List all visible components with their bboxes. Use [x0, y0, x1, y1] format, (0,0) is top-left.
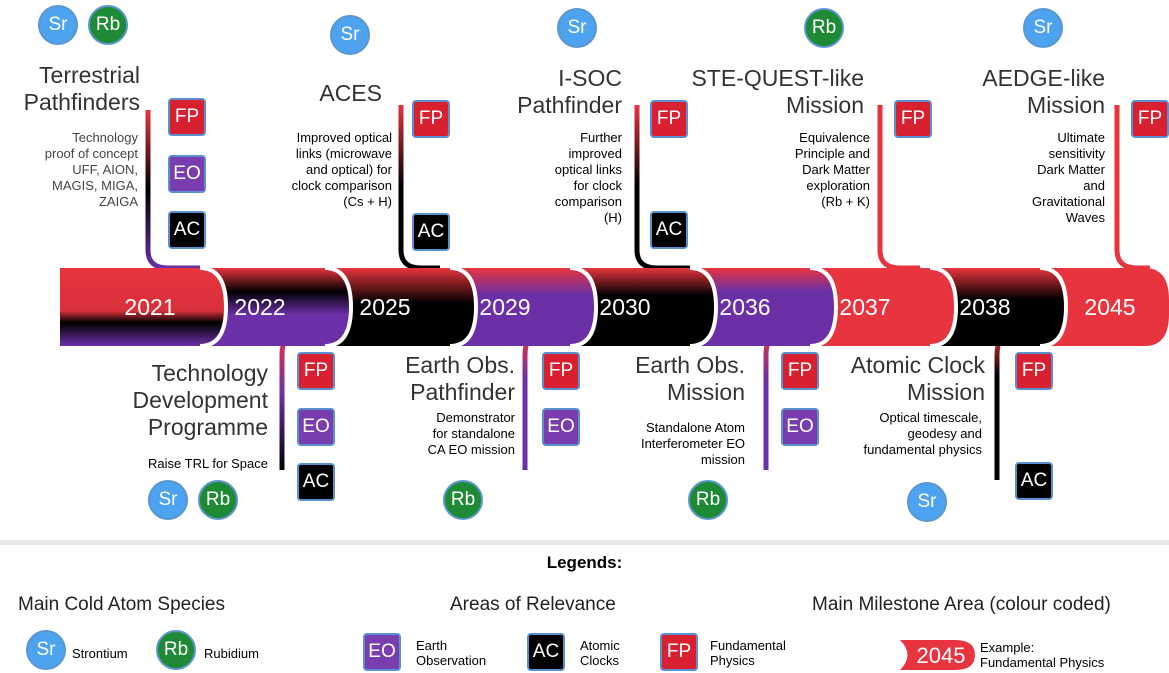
area-fp-badge: FP [168, 98, 206, 136]
year-label: 2021 [124, 293, 176, 320]
year-label: 2038 [959, 293, 1011, 320]
species-rb-icon: Rb [198, 480, 238, 520]
area-eo-badge: EO [297, 408, 335, 446]
segment-2029 [440, 268, 596, 346]
connector-aedge [1114, 105, 1150, 271]
milestone-title: ACES [319, 80, 382, 106]
year-label: 2025 [359, 293, 411, 320]
year-label: 2037 [839, 293, 891, 320]
species-rb-icon: Rb [804, 8, 844, 48]
area-fp-badge: FP [1015, 352, 1053, 390]
area-ac-badge: AC [412, 213, 450, 251]
area-eo-badge: EO [781, 408, 819, 446]
year-label: 2036 [719, 293, 771, 320]
species-sr-icon: Sr [26, 630, 66, 670]
milestone-description: Raise TRL for Space [148, 456, 268, 471]
area-fp-badge: FP [297, 352, 335, 390]
year-label: 2022 [234, 293, 286, 320]
species-sr-icon: Sr [330, 15, 370, 55]
species-sr-icon: Sr [557, 8, 597, 48]
area-ac-badge: AC [1015, 462, 1053, 500]
area-ac-badge: AC [527, 633, 565, 671]
area-fp-badge: FP [542, 352, 580, 390]
area-eo-badge: EO [542, 408, 580, 446]
area-fp-badge: FP [894, 100, 932, 138]
segment-2037 [800, 268, 956, 346]
area-ac-badge: AC [650, 211, 688, 249]
species-rb-icon: Rb [156, 630, 196, 670]
species-sr-icon: Sr [148, 480, 188, 520]
area-fp-badge: FP [660, 633, 698, 671]
area-ac-badge: AC [297, 463, 335, 501]
year-label: 2029 [479, 293, 531, 320]
legend-example-pill [900, 640, 975, 670]
species-sr-icon: Sr [38, 5, 78, 45]
segment-2025 [315, 268, 476, 346]
area-fp-badge: FP [781, 352, 819, 390]
area-fp-badge: FP [650, 100, 688, 138]
segment-2036 [680, 268, 836, 346]
milestone-title: Earth Obs.Pathfinder [405, 352, 515, 405]
legend-example-label: Example:Fundamental Physics [980, 640, 1105, 670]
species-rb-icon: Rb [88, 5, 128, 45]
species-sr-icon: Sr [1023, 8, 1063, 48]
area-eo-badge: EO [168, 155, 206, 193]
segment-2021 [60, 268, 226, 346]
connector-aces [398, 105, 440, 271]
area-eo-badge: EO [363, 633, 401, 671]
legend-areas-heading: Areas of Relevance [450, 594, 616, 615]
year-label: 2045 [1084, 293, 1136, 320]
connector-terrestrial [145, 110, 200, 271]
legend-milestone-heading: Main Milestone Area (colour coded) [812, 594, 1111, 615]
legend-species-label: Rubidium [204, 646, 259, 661]
area-ac-badge: AC [168, 211, 206, 249]
species-rb-icon: Rb [443, 480, 483, 520]
area-fp-badge: FP [412, 100, 450, 138]
milestone-title: Earth Obs.Mission [635, 352, 745, 405]
segment-2030 [560, 268, 716, 346]
species-rb-icon: Rb [688, 480, 728, 520]
connector-stequest [877, 105, 920, 271]
legend-species-heading: Main Cold Atom Species [18, 594, 225, 615]
connector-isoc [634, 105, 690, 271]
legend-heading: Legends: [546, 553, 623, 572]
segment-2038 [920, 268, 1066, 346]
legend-species-label: Strontium [72, 646, 128, 661]
species-sr-icon: Sr [907, 482, 947, 522]
segment-2022 [190, 268, 351, 346]
legend-divider [0, 540, 1169, 545]
area-fp-badge: FP [1131, 100, 1169, 138]
year-label: 2030 [599, 293, 651, 320]
legend-example-year: 2045 [916, 643, 966, 668]
